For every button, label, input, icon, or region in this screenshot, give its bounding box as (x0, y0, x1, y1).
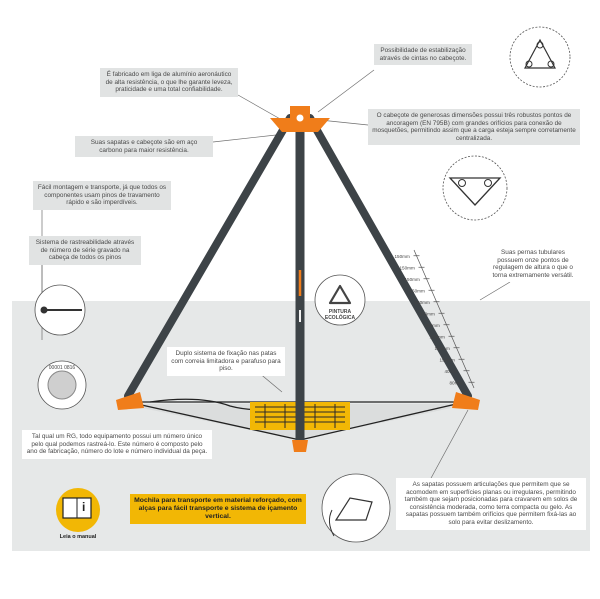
foot-detail (321, 473, 391, 543)
manual-label: Leia o manual (59, 534, 97, 540)
eco-paint-emblem (314, 274, 366, 326)
scale-label: 40mm (445, 369, 458, 374)
callout-fixing: Duplo sistema de fixação nas patas com c… (167, 347, 285, 376)
callout-backpack: Mochila para transporte em material refo… (130, 494, 306, 524)
scale-label: 150mm (400, 265, 415, 270)
serial-disc (37, 360, 87, 410)
scale-label: 80mm (450, 380, 463, 385)
scale-label: 150mm (410, 288, 425, 293)
pin-detail (34, 284, 86, 336)
scale-marks: 150mm 150mm 150mm 150mm 150mm 150mm 150mm 150mm… (395, 254, 475, 385)
serial-label: 00001 0816 (48, 365, 76, 371)
scale-label: 150mm (440, 357, 455, 362)
scale-label: 150mm (405, 277, 420, 282)
manual-icon-letter: i (82, 500, 86, 514)
eco-label: PINTURA ECOLÓGICA (324, 309, 356, 321)
scale-label: 150mm (430, 334, 445, 339)
callout-steel: Suas sapatas e cabeçote são em aço carbo… (75, 136, 213, 158)
head-front-detail (442, 155, 508, 221)
tripod-legs (124, 114, 472, 446)
manual-icon (56, 488, 100, 532)
scale-label: 150mm (415, 300, 430, 305)
callout-legs: Suas pernas tubulares possuem onze ponto… (484, 246, 582, 283)
scale-label: 150mm (395, 254, 410, 259)
callout-rg: Tal qual um RG, todo equipamento possui … (22, 430, 212, 459)
head-top-detail (509, 26, 571, 88)
callout-head: O cabeçote de generosas dimensões possui… (368, 109, 580, 146)
callout-aluminum: É fabricado em liga de alumínio aeronáut… (100, 68, 238, 97)
scale-label: 150mm (425, 323, 440, 328)
height-scale (413, 249, 475, 389)
scale-label: 150mm (435, 346, 450, 351)
tripod-feet (116, 392, 480, 452)
callout-stabilization: Possibilidade de estabilização através d… (374, 44, 472, 66)
callout-assembly: Fácil montagem e transporte, já que todo… (33, 181, 171, 210)
callout-traceability: Sistema de rastreabilidade através de nú… (29, 236, 141, 265)
tripod-head (270, 106, 330, 132)
callout-feet: As sapatas possuem articulações que perm… (396, 478, 586, 530)
scale-label: 150mm (420, 311, 435, 316)
